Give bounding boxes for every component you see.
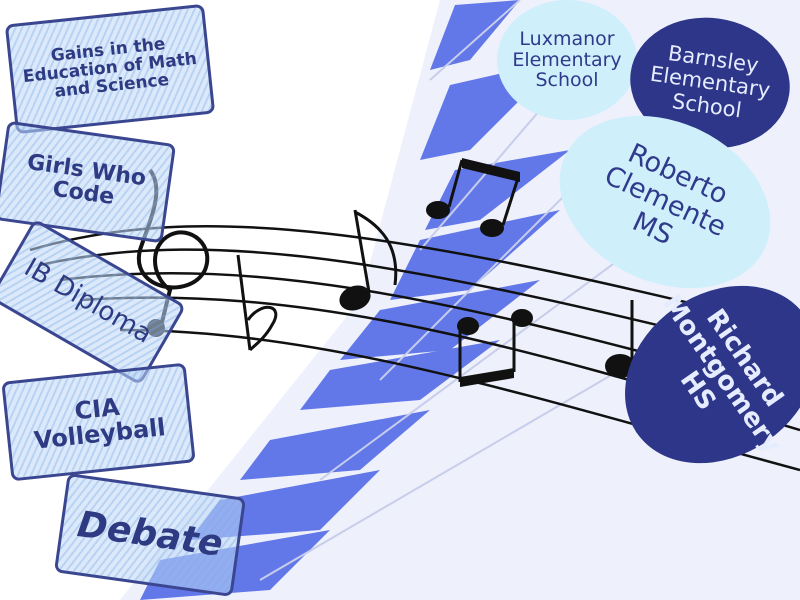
- school-label: Barnsley Elementary School: [648, 41, 772, 123]
- flat-sign-icon: [236, 254, 278, 352]
- activity-label: Debate: [74, 504, 226, 566]
- school-label: Richard Montgomery HS: [655, 289, 790, 459]
- beamed-notes-icon-lower: [457, 309, 533, 387]
- activity-stamp-cia-volleyball: CIA Volleyball: [1, 362, 196, 482]
- activity-label: CIA Volleyball: [32, 392, 167, 455]
- school-circle-luxmanor: Luxmanor Elementary School: [497, 0, 637, 120]
- activity-stamp-gains: Gains in the Education of Math and Scien…: [4, 3, 216, 135]
- eighth-note-icon: [339, 209, 398, 311]
- activity-label: Gains in the Education of Math and Scien…: [21, 34, 198, 102]
- activity-label: Girls Who Code: [25, 149, 148, 211]
- school-label: Luxmanor Elementary School: [512, 27, 622, 92]
- beamed-notes-icon: [426, 158, 520, 237]
- school-label: Roberto Clemente MS: [599, 138, 733, 252]
